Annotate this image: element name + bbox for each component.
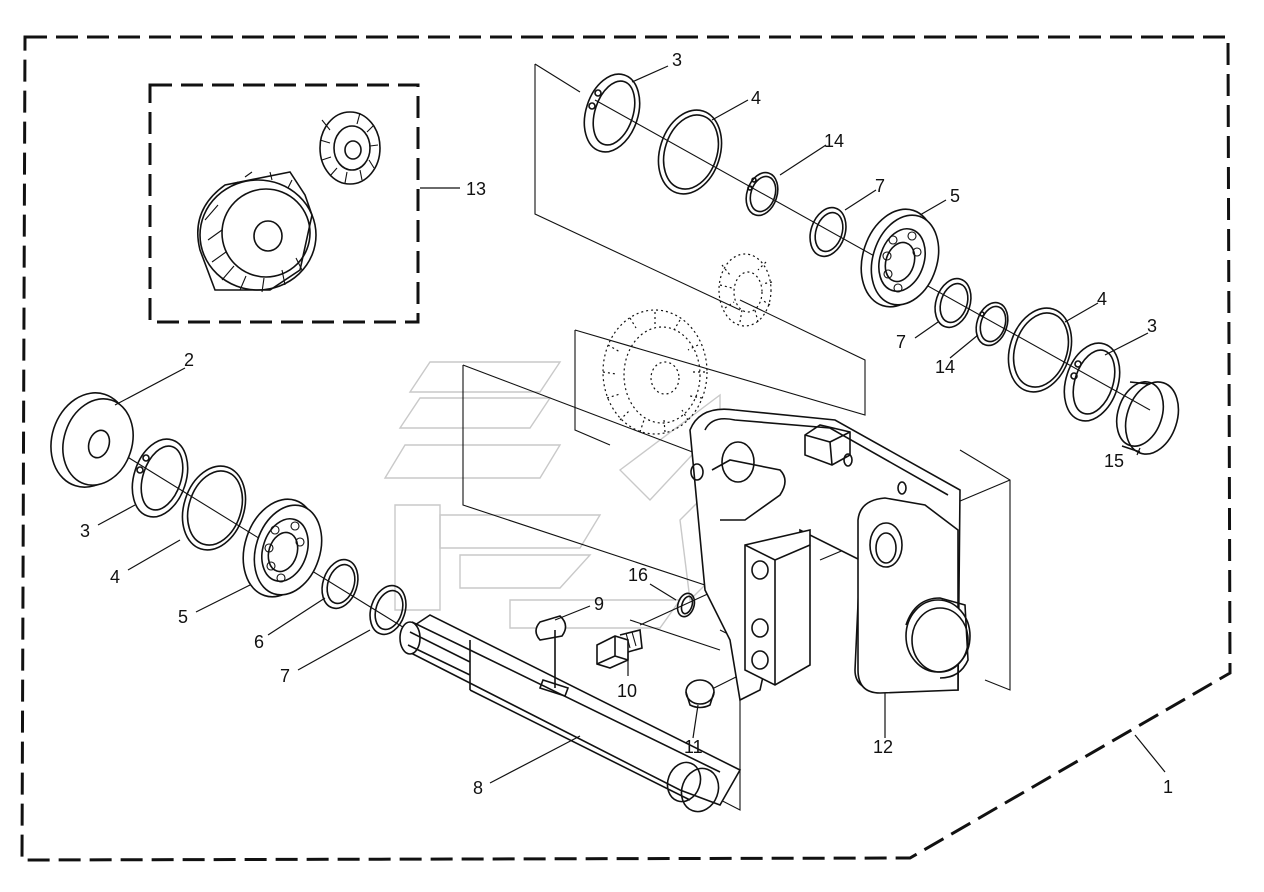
leader-lines	[97, 65, 1166, 784]
gear-set-inset-box	[148, 83, 420, 324]
assembly-boundary	[20, 35, 1232, 862]
shim-ring-top	[657, 109, 723, 195]
callout-labels: 1 2 3 3 3 4 4 4 5 5 6 7 7 7 8 9 10 11 12…	[80, 50, 1173, 798]
ball-bearing-top	[860, 208, 940, 308]
washer-mid	[934, 277, 972, 329]
callout-2: 2	[184, 350, 194, 370]
callout-3-top: 3	[672, 50, 682, 70]
circlip-left	[131, 438, 189, 518]
callout-12: 12	[873, 737, 893, 757]
shaft-key	[535, 615, 567, 688]
circlip-top	[583, 73, 641, 153]
callout-5-top: 5	[950, 186, 960, 206]
callout-6: 6	[254, 632, 264, 652]
callout-11: 11	[684, 737, 703, 757]
callout-10: 10	[617, 681, 637, 701]
callout-4-mid: 4	[1097, 289, 1107, 309]
callout-7-mid: 7	[896, 332, 906, 352]
gearbox-housing	[689, 408, 971, 702]
end-cap	[1115, 381, 1180, 455]
breather-plug	[596, 629, 643, 669]
callout-9: 9	[594, 594, 604, 614]
shim-ring-mid	[1007, 307, 1073, 393]
oil-seal	[50, 392, 134, 488]
spacer-ring	[321, 558, 359, 610]
callout-7-left: 7	[280, 666, 290, 686]
callout-3-left: 3	[80, 521, 90, 541]
callout-5-left: 5	[178, 607, 188, 627]
callout-14-mid: 14	[935, 357, 955, 377]
ball-bearing-left	[242, 498, 323, 598]
splined-shaft	[399, 614, 742, 813]
circlip-mid	[1063, 342, 1121, 422]
snap-ring-mid	[975, 301, 1009, 347]
o-ring	[676, 592, 696, 618]
shim-ring-left	[181, 465, 247, 551]
snap-ring-top	[745, 171, 779, 217]
bevel-gear-set-inset	[196, 111, 381, 293]
callout-13: 13	[466, 179, 486, 199]
callout-7-top: 7	[875, 176, 885, 196]
callout-14-top: 14	[824, 131, 844, 151]
washer-left	[369, 584, 407, 636]
callout-4-left: 4	[110, 567, 120, 587]
callout-4-top: 4	[751, 88, 761, 108]
washer-top	[809, 206, 847, 258]
callout-8: 8	[473, 778, 483, 798]
callout-3-mid: 3	[1147, 316, 1157, 336]
drain-plug	[685, 679, 715, 709]
hidden-bevel-gears	[602, 253, 773, 435]
callout-15: 15	[1104, 451, 1124, 471]
watermark-logo	[383, 361, 731, 629]
callout-16: 16	[628, 565, 648, 585]
callout-1: 1	[1163, 777, 1173, 797]
